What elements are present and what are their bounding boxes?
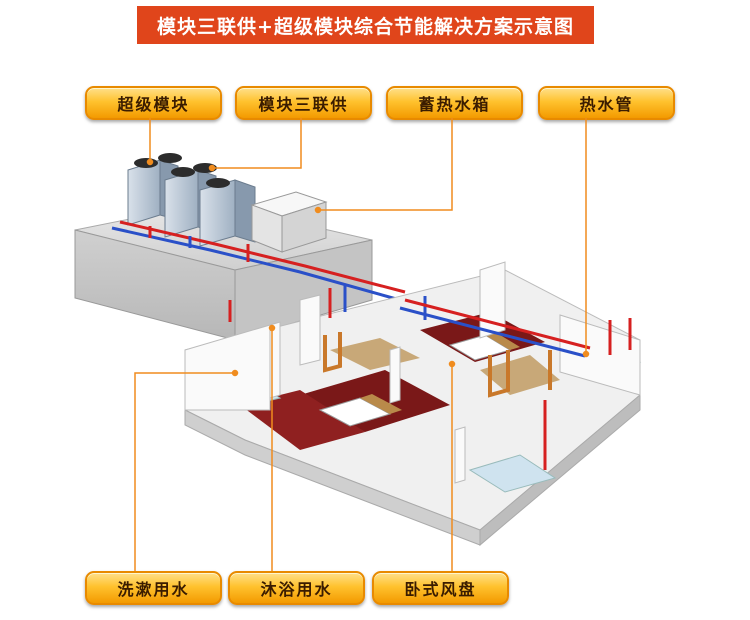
rooftop-pipes (111, 220, 406, 302)
label-bath-water: 沐浴用水 (228, 571, 365, 605)
label-hot-water-pipe: 热水管 (538, 86, 675, 120)
label-triple-supply: 模块三联供 (235, 86, 372, 120)
label-super-module: 超级模块 (85, 86, 222, 120)
storage-tank (250, 191, 328, 253)
door-frames (323, 332, 552, 398)
interior-walls (184, 261, 641, 484)
leader-lines (134, 118, 590, 571)
diagram-title: 模块三联供+超级模块综合节能解决方案示意图 (137, 6, 594, 44)
beds (318, 332, 520, 427)
room-pipes (228, 285, 632, 470)
label-storage-tank: 蓄热水箱 (386, 86, 523, 120)
label-washing-water: 洗漱用水 (85, 571, 222, 605)
heat-pump-modules (127, 153, 256, 247)
label-fan-coil: 卧式风盘 (372, 571, 509, 605)
